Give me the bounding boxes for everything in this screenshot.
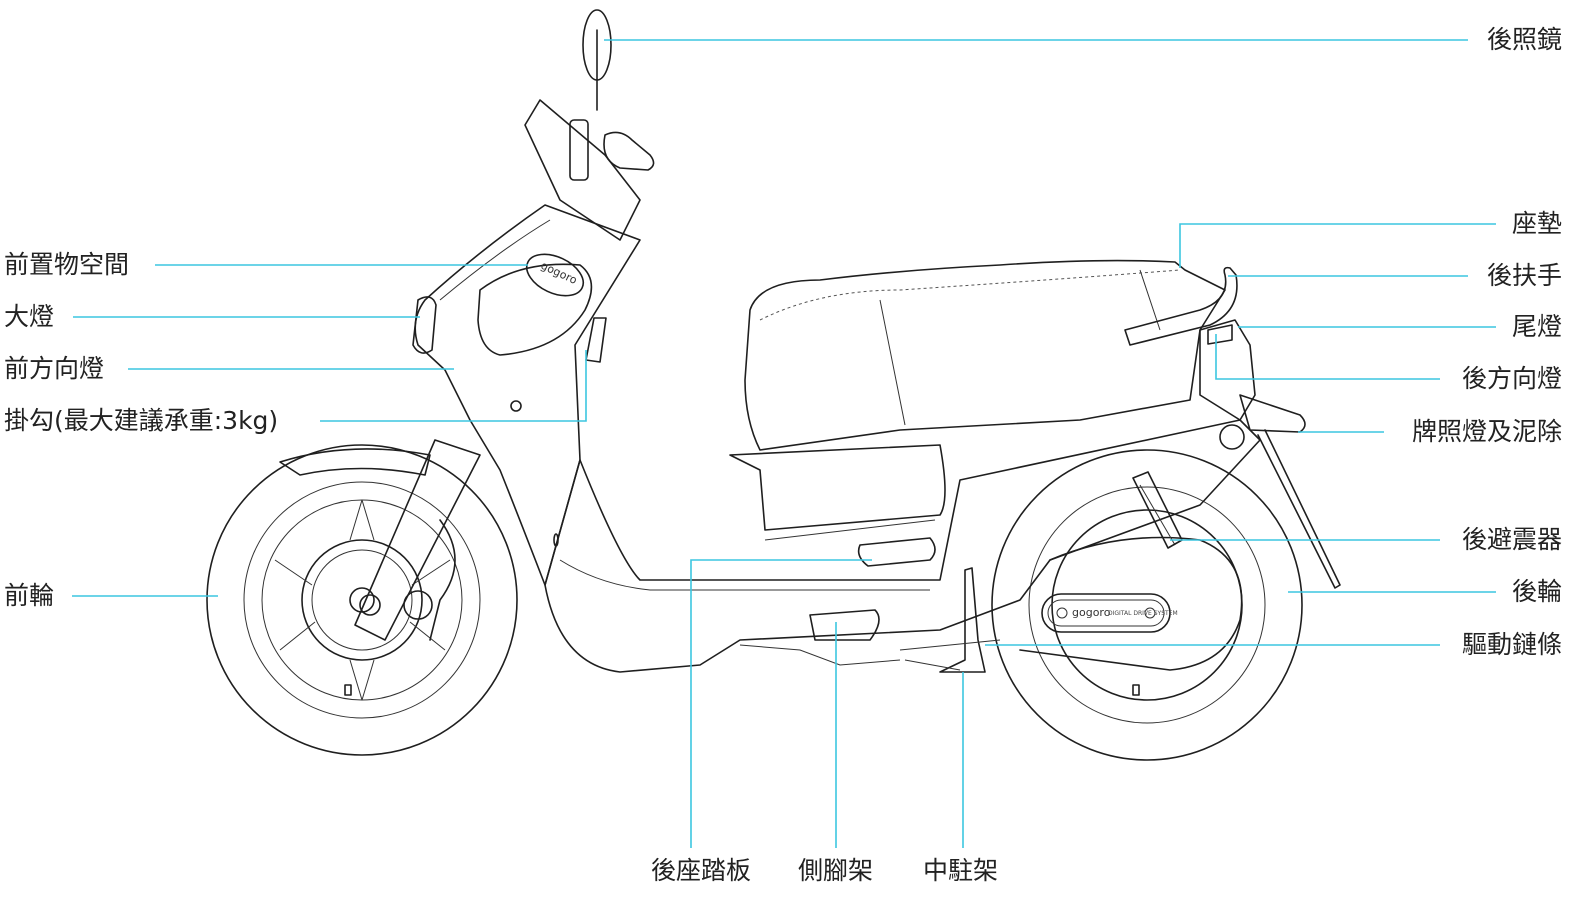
label-front-wheel: 前輪 <box>4 581 55 610</box>
label-rear-wheel: 後輪 <box>1511 577 1562 606</box>
label-rear-footrest: 後座踏板 <box>651 856 752 885</box>
label-hook: 掛勾(最大建議承重:3kg) <box>4 406 279 435</box>
leader-lines <box>72 39 1496 848</box>
label-rear-turn-signal: 後方向燈 <box>1461 364 1562 393</box>
label-rear-grab-handle: 後扶手 <box>1486 261 1562 290</box>
label-drive-belt: 驅動鏈條 <box>1461 630 1562 659</box>
label-side-stand: 側腳架 <box>798 856 874 885</box>
front-fender-graphic <box>279 448 431 476</box>
brand-decal: gogoro <box>1072 606 1111 619</box>
label-rear-mirror: 後照鏡 <box>1486 25 1562 54</box>
front-fork-graphic <box>354 439 481 641</box>
label-center-stand: 中駐架 <box>923 856 999 885</box>
label-seat: 座墊 <box>1511 209 1562 238</box>
label-front-turn-signal: 前方向燈 <box>4 354 105 383</box>
front-wheel-graphic <box>206 444 518 756</box>
label-headlight: 大燈 <box>4 302 55 331</box>
label-front-storage: 前置物空間 <box>4 250 130 279</box>
label-license-light-mudguard: 牌照燈及泥除 <box>1411 417 1562 446</box>
label-tail-light: 尾燈 <box>1511 312 1562 341</box>
label-rear-shock: 後避震器 <box>1461 525 1562 554</box>
drive-system-decal: DIGITAL DRIVE SYSTEM <box>1108 610 1178 617</box>
body-graphic: gogoro <box>412 9 1341 673</box>
svg-text:gogoro: gogoro <box>539 259 580 287</box>
